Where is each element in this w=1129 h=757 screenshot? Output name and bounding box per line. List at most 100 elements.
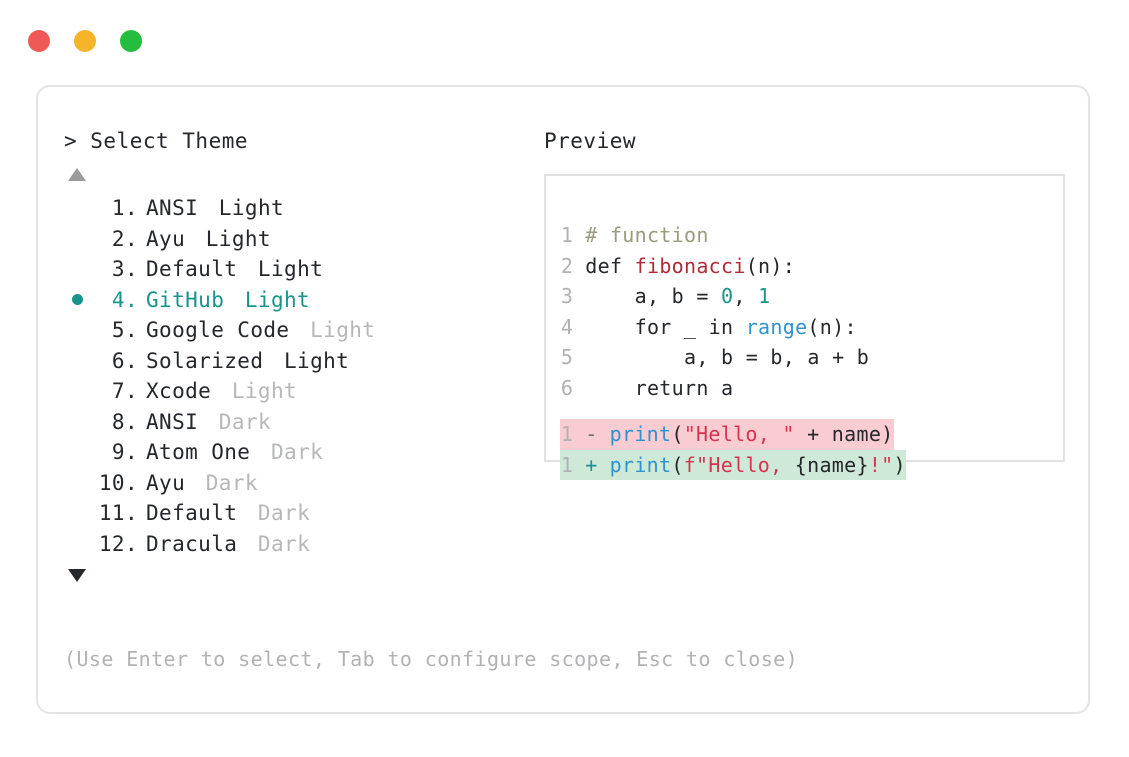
- triangle-up-icon[interactable]: [68, 168, 86, 181]
- theme-item-index: 8.: [111, 409, 138, 434]
- theme-item-index: 1.: [111, 196, 138, 221]
- code-text: print("Hello, " + name): [610, 422, 894, 446]
- theme-item-variant: Light: [218, 379, 298, 404]
- code-text: for _ in range(n):: [585, 315, 857, 339]
- theme-item-index: 9.: [111, 440, 138, 465]
- code-text: print(f"Hello, {name}!"): [610, 453, 906, 477]
- code-line: 4 for _ in range(n):: [560, 312, 1057, 343]
- theme-item-name: Ayu: [146, 226, 186, 251]
- code-line: 5 a, b = b, a + b: [560, 342, 1057, 373]
- theme-item-name: ANSI: [146, 196, 199, 221]
- line-number: 1: [560, 452, 574, 477]
- theme-item-variant: Dark: [192, 470, 258, 495]
- spacer: [138, 288, 146, 312]
- code-token: print: [609, 422, 672, 447]
- code-token: !": [868, 452, 894, 477]
- theme-item-variant: Dark: [205, 409, 271, 434]
- spacer: [138, 532, 146, 556]
- code-token: (n):: [745, 253, 796, 278]
- theme-item-variant: Light: [192, 226, 271, 251]
- theme-item-name: Ayu: [146, 470, 186, 495]
- theme-item-name: Atom One: [146, 440, 251, 465]
- line-number: 2: [560, 253, 574, 278]
- keyboard-hint: (Use Enter to select, Tab to configure s…: [64, 647, 799, 671]
- spacer: [138, 349, 146, 373]
- theme-item-variant: Dark: [257, 440, 324, 465]
- code-token: ): [893, 452, 906, 477]
- theme-item-name: Google Code: [146, 318, 290, 343]
- code-token: a, b = b, a + b: [585, 345, 870, 370]
- theme-item-variant: Dark: [244, 501, 311, 526]
- code-text: a, b = 0, 1: [585, 284, 770, 308]
- theme-list-item[interactable]: 12. Dracula Dark: [64, 529, 534, 560]
- theme-list-item[interactable]: 4. GitHub Light: [64, 285, 534, 316]
- code-line: 6 return a: [560, 373, 1057, 404]
- theme-item-name: Xcode: [146, 379, 212, 404]
- theme-item-variant: Light: [297, 318, 376, 343]
- theme-item-variant: Light: [231, 287, 311, 312]
- triangle-down-icon[interactable]: [68, 569, 86, 582]
- code-token: fibonacci: [634, 253, 746, 278]
- spacer: [138, 471, 146, 495]
- theme-list-item[interactable]: 3. Default Light: [64, 254, 534, 285]
- code-token: (: [671, 422, 684, 447]
- line-number: 1: [560, 422, 574, 447]
- theme-list-item[interactable]: 5. Google Code Light: [64, 315, 534, 346]
- spacer: [138, 257, 146, 281]
- theme-list-item[interactable]: 6. Solarized Light: [64, 346, 534, 377]
- diff-line-removed: 1-print("Hello, " + name): [560, 419, 894, 450]
- theme-item-name: Dracula: [146, 531, 238, 556]
- theme-item-variant: Dark: [244, 531, 311, 556]
- code-text: # function: [585, 223, 708, 247]
- theme-list-item[interactable]: 2. Ayu Light: [64, 224, 534, 255]
- spacer: [138, 379, 146, 403]
- minimize-dot[interactable]: [74, 30, 96, 52]
- code-text: return a: [585, 376, 733, 400]
- code-token: # function: [585, 223, 709, 248]
- theme-item-name: Default: [146, 501, 238, 526]
- theme-item-index: 12.: [98, 531, 138, 556]
- code-token: 0: [721, 284, 734, 309]
- spacer: [138, 196, 146, 220]
- code-token: "Hello, ": [683, 422, 795, 447]
- theme-list-item[interactable]: 10. Ayu Dark: [64, 468, 534, 499]
- spacer: [138, 410, 146, 434]
- theme-item-variant: Light: [205, 196, 285, 221]
- theme-item-variant: Light: [270, 348, 350, 373]
- diff-marker: +: [585, 452, 598, 477]
- theme-list-item[interactable]: 7. Xcode Light: [64, 376, 534, 407]
- code-token: print: [609, 452, 672, 477]
- line-number: 5: [560, 345, 574, 370]
- close-dot[interactable]: [28, 30, 50, 52]
- code-line: 3 a, b = 0, 1: [560, 281, 1057, 312]
- selection-indicator: [64, 294, 94, 306]
- theme-list-item[interactable]: 9. Atom One Dark: [64, 437, 534, 468]
- theme-list-item[interactable]: 8. ANSI Dark: [64, 407, 534, 438]
- spacer: [138, 227, 146, 251]
- theme-list-item[interactable]: 11. Default Dark: [64, 498, 534, 529]
- diff-marker: -: [585, 422, 598, 447]
- line-number: 1: [560, 223, 574, 248]
- window-traffic-lights: [28, 30, 142, 52]
- theme-list-item[interactable]: 1. ANSI Light: [64, 193, 534, 224]
- line-number: 6: [560, 375, 574, 400]
- theme-item-index: 11.: [98, 501, 138, 526]
- theme-item-index: 4.: [111, 287, 138, 312]
- code-token: 1: [758, 284, 771, 309]
- code-token: (n):: [807, 314, 857, 339]
- code-token: for _ in: [585, 314, 746, 339]
- code-text: a, b = b, a + b: [585, 345, 869, 369]
- maximize-dot[interactable]: [120, 30, 142, 52]
- selected-bullet-icon: [72, 294, 83, 306]
- line-number: 3: [560, 284, 574, 309]
- page-title: > Select Theme: [64, 129, 249, 153]
- theme-item-name: ANSI: [146, 409, 199, 434]
